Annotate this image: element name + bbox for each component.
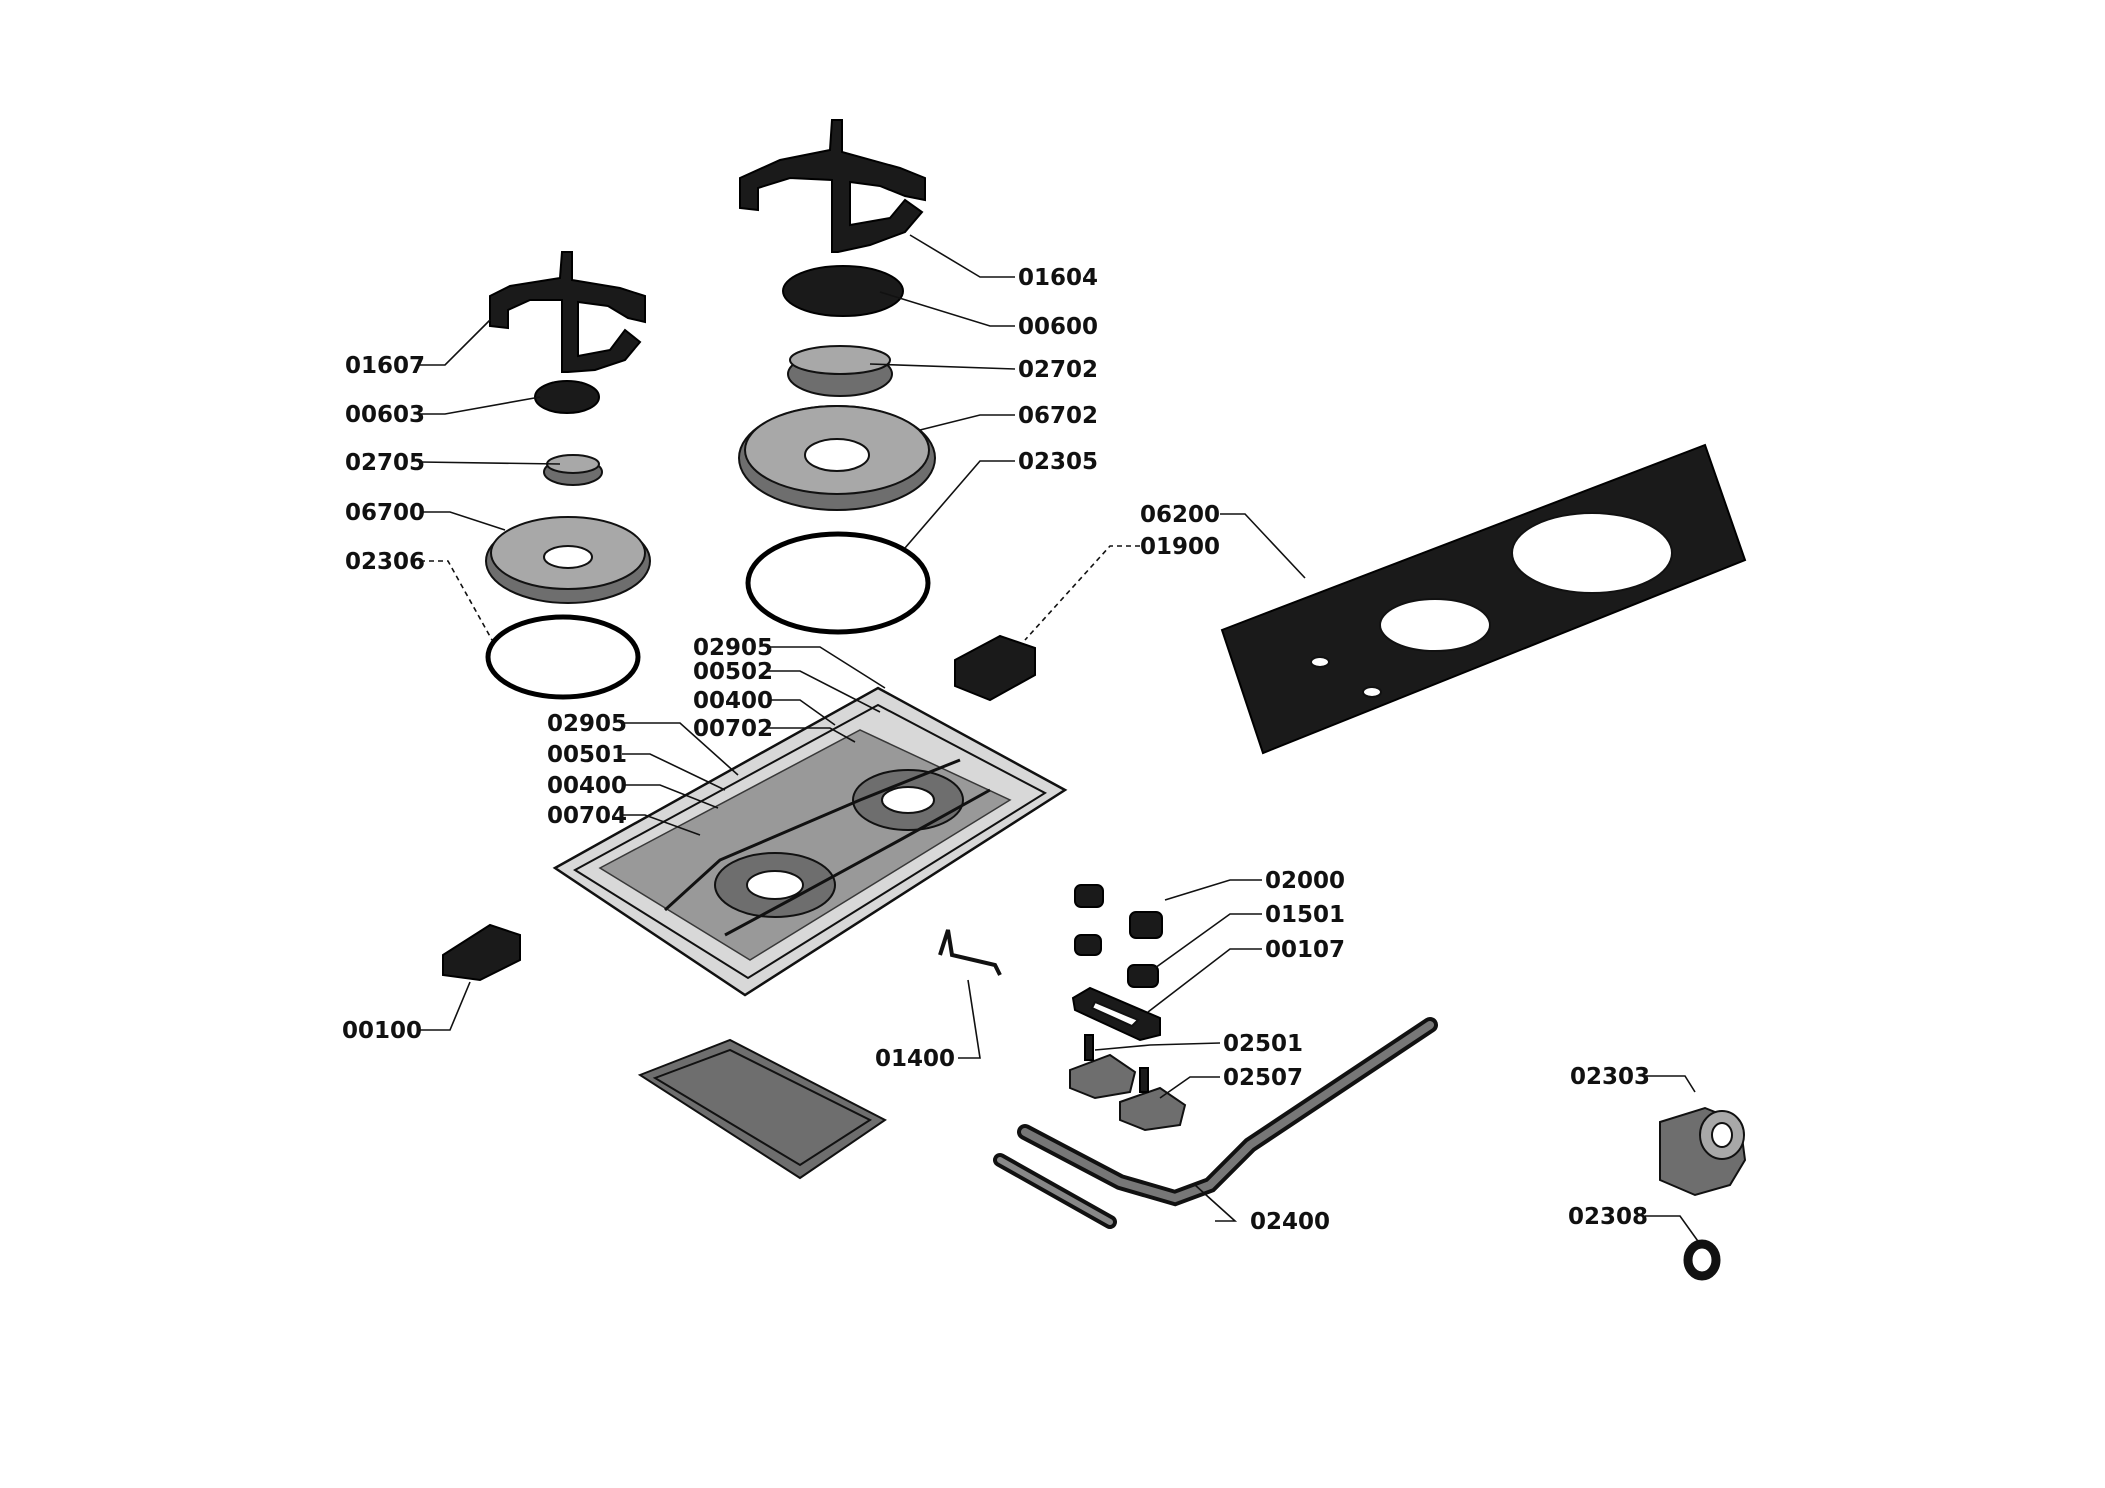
gas-supply-pipe[interactable] [1017, 1017, 1438, 1207]
large-burner-hole [1511, 512, 1673, 594]
label-02400: 02400 [1250, 1209, 1330, 1235]
cooktop-chassis[interactable] [552, 686, 1068, 997]
small-flame-spreader[interactable] [543, 454, 603, 486]
label-01400: 01400 [875, 1046, 955, 1072]
gas-inlet-elbow[interactable] [1659, 1106, 1747, 1197]
label-00603: 00603 [345, 402, 425, 428]
small-burner-base[interactable] [485, 516, 651, 604]
label-02305: 02305 [1018, 449, 1098, 475]
label-06200: 06200 [1140, 502, 1220, 528]
label-00400-top: 00400 [693, 688, 773, 714]
label-02306: 02306 [345, 549, 425, 575]
small-burner-hole [1379, 598, 1491, 652]
label-00400-left: 00400 [547, 773, 627, 799]
label-00600: 00600 [1018, 314, 1098, 340]
inlet-seal-washer[interactable] [1683, 1239, 1721, 1281]
control-knob-front[interactable] [1129, 911, 1163, 939]
label-00502: 00502 [693, 659, 773, 685]
valve-bracket[interactable] [1071, 986, 1161, 1042]
label-06702: 06702 [1018, 403, 1098, 429]
leader-lines [419, 234, 1701, 1245]
label-00702: 00702 [693, 716, 773, 742]
bottom-cover-plate[interactable] [637, 1038, 887, 1180]
label-00704: 00704 [547, 803, 627, 829]
label-02905-left: 02905 [547, 711, 627, 737]
label-02705: 02705 [345, 450, 425, 476]
front-control-bracket[interactable] [442, 923, 521, 982]
large-pan-support[interactable] [739, 119, 926, 253]
label-06700: 06700 [345, 500, 425, 526]
small-burner-cap[interactable] [534, 380, 600, 414]
label-01900: 01900 [1140, 534, 1220, 560]
small-pan-support[interactable] [489, 251, 646, 373]
small-o-ring[interactable] [485, 614, 641, 700]
label-02501: 02501 [1223, 1031, 1303, 1057]
part-number-labels: 01604 00600 02702 06702 02305 01607 0060… [342, 265, 1650, 1235]
large-burner-cap[interactable] [782, 265, 904, 317]
label-00107: 00107 [1265, 937, 1345, 963]
label-02303: 02303 [1570, 1064, 1650, 1090]
gas-valve-small[interactable] [1119, 1067, 1187, 1132]
label-01604: 01604 [1018, 265, 1098, 291]
label-01501: 01501 [1265, 902, 1345, 928]
label-00501: 00501 [547, 742, 627, 768]
label-02308: 02308 [1568, 1204, 1648, 1230]
large-o-ring[interactable] [745, 531, 931, 635]
label-00100: 00100 [342, 1018, 422, 1044]
ignition-module[interactable] [954, 634, 1036, 702]
knob-bezel-front[interactable] [1127, 964, 1159, 988]
glass-cooktop-plate[interactable] [1220, 443, 1747, 755]
label-02905-top: 02905 [693, 635, 773, 661]
label-01607: 01607 [345, 353, 425, 379]
label-02507: 02507 [1223, 1065, 1303, 1091]
pipe-support-rail[interactable] [993, 1153, 1117, 1229]
mounting-clip[interactable] [938, 929, 1002, 976]
large-flame-spreader[interactable] [787, 345, 893, 397]
knob-bezel-rear[interactable] [1074, 934, 1102, 956]
large-burner-base[interactable] [738, 405, 936, 511]
control-knob-rear[interactable] [1074, 884, 1104, 908]
label-02000: 02000 [1265, 868, 1345, 894]
label-02702: 02702 [1018, 357, 1098, 383]
gas-valve-large[interactable] [1069, 1034, 1137, 1100]
